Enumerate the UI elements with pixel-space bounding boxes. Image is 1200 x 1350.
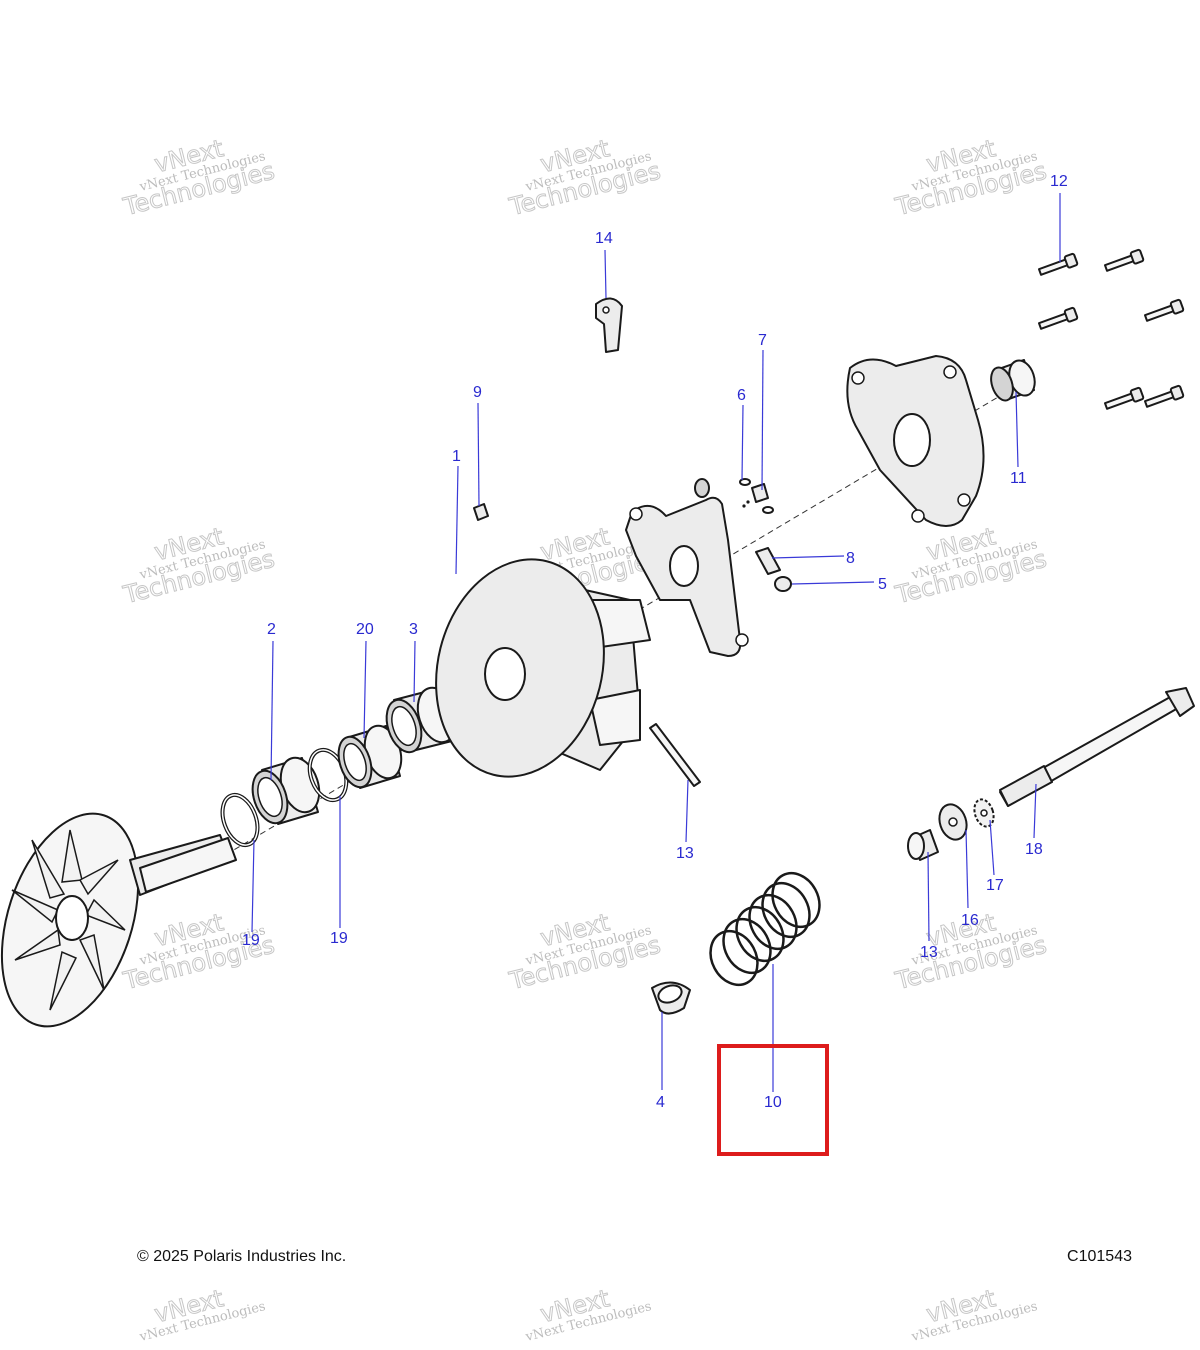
callout-8[interactable]: 8 — [846, 550, 855, 567]
copyright-text: © 2025 Polaris Industries Inc. — [137, 1248, 347, 1265]
roller-5[interactable] — [774, 576, 792, 592]
watermark: vNext vNext Technologies — [137, 1284, 267, 1345]
callout-9[interactable]: 9 — [473, 384, 482, 401]
watermark: vNext vNext Technologies — [909, 1284, 1039, 1345]
callout-2[interactable]: 2 — [267, 621, 276, 638]
nut-9[interactable] — [473, 503, 489, 521]
spider-assembly[interactable] — [625, 496, 749, 657]
callout-1[interactable]: 1 — [452, 448, 461, 465]
watermark: vNext vNext Technologies Technologies — [119, 522, 277, 610]
bolts-12[interactable] — [1037, 248, 1185, 411]
long-bolt-18[interactable] — [999, 687, 1195, 807]
washer-16[interactable] — [935, 801, 971, 843]
callout-7[interactable]: 7 — [758, 332, 767, 349]
watermark: vNext vNext Technologies Technologies — [505, 134, 663, 222]
spring-10[interactable] — [701, 865, 828, 993]
watermark: vNext vNext Technologies Technologies — [891, 522, 1049, 610]
pin-13[interactable] — [649, 723, 701, 787]
lock-washer-17[interactable] — [971, 797, 997, 829]
callout-17[interactable]: 17 — [986, 877, 1004, 894]
callout-12[interactable]: 12 — [1050, 173, 1068, 190]
callout-10[interactable]: 10 — [764, 1094, 782, 1111]
callout-19-middle[interactable]: 19 — [330, 930, 348, 947]
bushing-2[interactable] — [246, 753, 325, 828]
cam-arm-14[interactable] — [595, 297, 623, 353]
watermark: vNext vNext Technologies Technologies — [891, 134, 1049, 222]
snap-ring-left[interactable] — [216, 790, 264, 850]
watermark: vNext vNext Technologies Technologies — [119, 134, 277, 222]
callout-6[interactable]: 6 — [737, 387, 746, 404]
highlight-box — [717, 1044, 829, 1156]
watermark: vNext vNext Technologies Technologies — [505, 908, 663, 996]
leader-lines — [251, 193, 1061, 1092]
callouts: 1 2 20 3 4 5 6 7 8 9 10 11 12 13 13 14 1… — [242, 173, 1068, 1111]
callout-13-spacer[interactable]: 13 — [920, 944, 938, 961]
callout-13[interactable]: 13 — [676, 845, 694, 862]
callout-20[interactable]: 20 — [356, 621, 374, 638]
spacer-15[interactable] — [907, 829, 939, 861]
callout-11[interactable]: 11 — [1010, 470, 1027, 487]
roller-7[interactable] — [742, 483, 769, 508]
bushing-11[interactable] — [987, 357, 1039, 403]
callout-19-left[interactable]: 19 — [242, 932, 260, 949]
ring-4[interactable] — [651, 981, 691, 1015]
callout-3[interactable]: 3 — [409, 621, 418, 638]
pin-8[interactable] — [755, 547, 781, 575]
callout-18[interactable]: 18 — [1025, 841, 1043, 858]
callout-4[interactable]: 4 — [656, 1094, 665, 1111]
movable-sheave[interactable] — [414, 541, 651, 794]
figure-id: C101543 — [1067, 1248, 1132, 1265]
roller-6[interactable] — [694, 478, 774, 514]
callout-5[interactable]: 5 — [878, 576, 887, 593]
fixed-sheave[interactable] — [0, 796, 237, 1044]
callout-14[interactable]: 14 — [595, 230, 613, 247]
callout-16[interactable]: 16 — [961, 912, 979, 929]
watermark: vNext vNext Technologies — [523, 1284, 653, 1345]
cover-plate[interactable] — [846, 355, 985, 527]
